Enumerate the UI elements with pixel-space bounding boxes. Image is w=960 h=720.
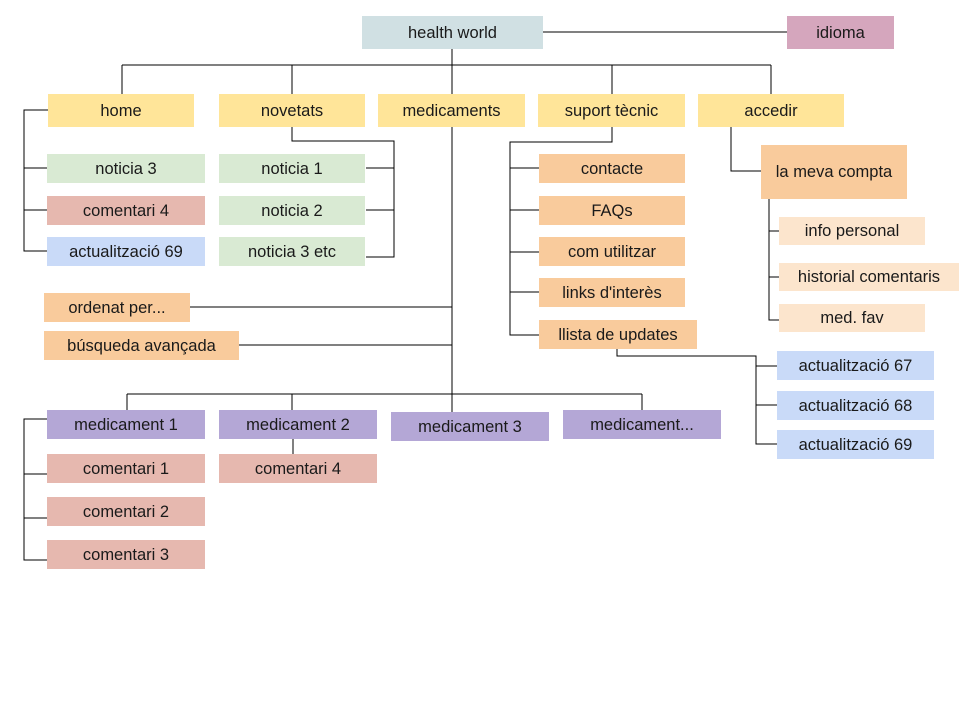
section-medicaments: medicaments	[378, 94, 525, 127]
section-novetats: novetats	[219, 94, 365, 127]
medicament-2-comment-1: comentari 4	[219, 454, 377, 483]
root-node: health world	[362, 16, 543, 49]
novetats-item-1: noticia 1	[219, 154, 365, 183]
support-item-updates-list: llista de updates	[539, 320, 697, 349]
update-item-68: actualització 68	[777, 391, 934, 420]
update-item-69: actualització 69	[777, 430, 934, 459]
novetats-item-2: noticia 2	[219, 196, 365, 225]
novetats-item-3: noticia 3 etc	[219, 237, 365, 266]
medicament-node-3: medicament 3	[391, 412, 549, 441]
home-item-update: actualització 69	[47, 237, 205, 266]
medicament-node-more: medicament...	[563, 410, 721, 439]
tool-sort-by: ordenat per...	[44, 293, 190, 322]
section-accedir: accedir	[698, 94, 844, 127]
account-item-comment-history: historial comentaris	[779, 263, 959, 291]
home-item-comment: comentari 4	[47, 196, 205, 225]
section-suport-tecnic: suport tècnic	[538, 94, 685, 127]
medicament-1-comment-1: comentari 1	[47, 454, 205, 483]
medicament-node-1: medicament 1	[47, 410, 205, 439]
medicament-1-comment-2: comentari 2	[47, 497, 205, 526]
support-item-contact: contacte	[539, 154, 685, 183]
support-item-faqs: FAQs	[539, 196, 685, 225]
account-item-personal-info: info personal	[779, 217, 925, 245]
tool-advanced-search: búsqueda avançada	[44, 331, 239, 360]
home-item-news: noticia 3	[47, 154, 205, 183]
update-item-67: actualització 67	[777, 351, 934, 380]
medicament-node-2: medicament 2	[219, 410, 377, 439]
section-home: home	[48, 94, 194, 127]
medicament-1-comment-3: comentari 3	[47, 540, 205, 569]
account-item-favourite-meds: med. fav	[779, 304, 925, 332]
support-item-how-to-use: com utilitzar	[539, 237, 685, 266]
account-node: la meva compta	[761, 145, 907, 199]
language-node: idioma	[787, 16, 894, 49]
support-item-links: links d'interès	[539, 278, 685, 307]
